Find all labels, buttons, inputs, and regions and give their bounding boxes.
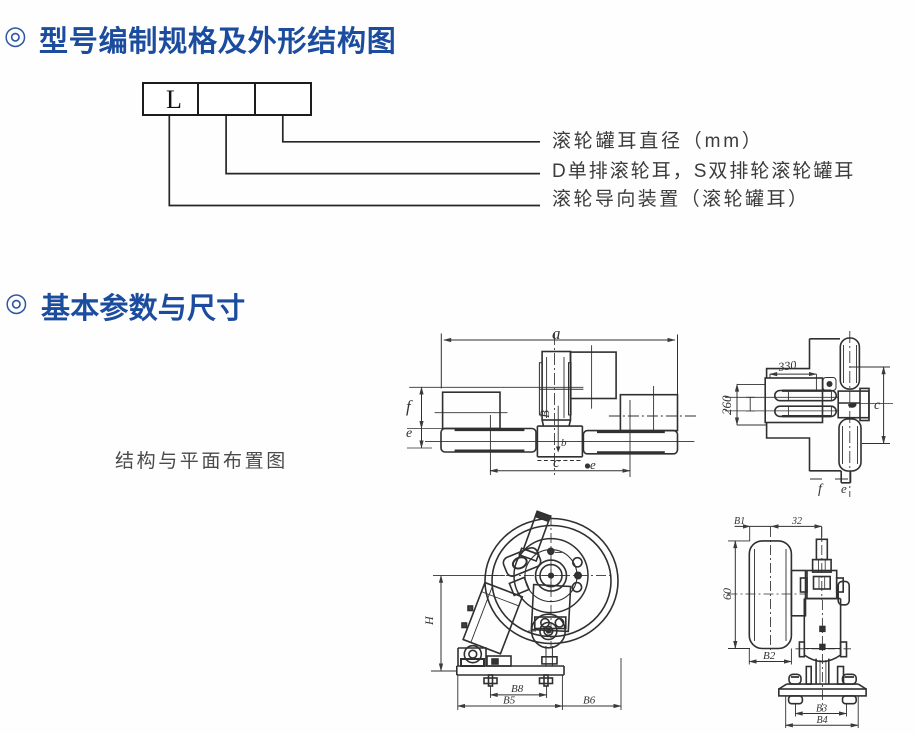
svg-text:f: f (406, 397, 413, 416)
svg-text:B6: B6 (583, 695, 596, 707)
svg-text:b: b (561, 437, 567, 449)
svg-text:f: f (818, 482, 824, 497)
svg-text:H: H (422, 615, 436, 626)
svg-text:e: e (841, 481, 847, 496)
svg-text:B4: B4 (817, 715, 828, 726)
svg-text:B: B (537, 410, 552, 418)
svg-text:B8: B8 (511, 683, 524, 695)
svg-text:c: c (874, 398, 881, 413)
svg-text:B2: B2 (763, 650, 776, 662)
svg-text:e: e (406, 426, 412, 441)
svg-text:B1: B1 (734, 516, 745, 527)
svg-text:330: 330 (776, 358, 797, 375)
svg-text:a: a (552, 324, 561, 343)
svg-text:32: 32 (791, 516, 802, 527)
svg-text:e: e (590, 457, 596, 472)
svg-text:B5: B5 (503, 695, 516, 707)
svg-text:c: c (553, 455, 560, 471)
svg-text:260: 260 (719, 395, 734, 415)
svg-text:B3: B3 (816, 704, 827, 715)
svg-text:60: 60 (720, 588, 734, 600)
